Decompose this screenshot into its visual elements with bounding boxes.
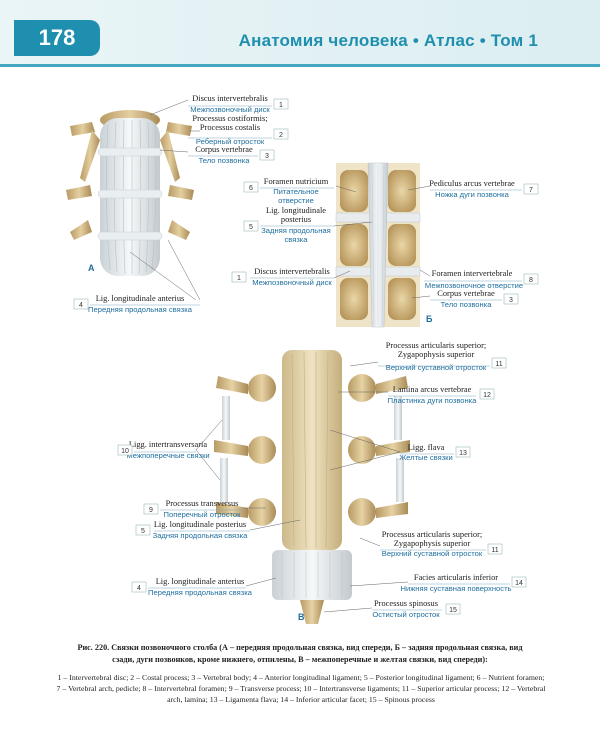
svg-text:Ligg. flava: Ligg. flava: [408, 443, 445, 452]
svg-text:Processus costiformis;: Processus costiformis;: [192, 114, 267, 123]
label-8b: Foramen intervertebrale Межпозвоночное о…: [419, 269, 539, 290]
svg-text:Lamina arcus vertebrae: Lamina arcus vertebrae: [393, 385, 472, 394]
svg-text:связка: связка: [284, 235, 308, 244]
panel-letter-c: В: [298, 612, 305, 622]
label-4c: Lig. longitudinale anterius Передняя про…: [131, 577, 277, 597]
label-12c: Lamina arcus vertebrae Пластинка дуги по…: [338, 385, 495, 405]
svg-text:12: 12: [483, 392, 491, 399]
svg-text:Processus articularis superior: Processus articularis superior;: [386, 341, 486, 350]
svg-text:4: 4: [137, 585, 141, 592]
svg-text:10: 10: [121, 448, 129, 455]
svg-text:Corpus vertebrae: Corpus vertebrae: [437, 289, 495, 298]
svg-text:Передняя продольная связка: Передняя продольная связка: [88, 305, 193, 314]
svg-text:Тело позвонка: Тело позвонка: [199, 156, 251, 165]
svg-text:Processus articularis superior: Processus articularis superior;: [382, 530, 482, 539]
label-3a: Corpus vertebrae Тело позвонка 3: [159, 145, 275, 165]
label-1a: Discus intervertebralis Межпозвоночный д…: [149, 94, 289, 116]
svg-text:11: 11: [495, 361, 502, 368]
atlas-title: Анатомия человека • Атлас • Том 1: [238, 31, 538, 50]
svg-text:Желтые связки: Желтые связки: [399, 453, 453, 462]
svg-text:15: 15: [449, 607, 457, 614]
label-6b: Foramen nutricium Питательное отверстие …: [243, 177, 357, 205]
svg-text:Задняя продольная связка: Задняя продольная связка: [153, 531, 249, 540]
svg-text:Facies articularis inferior: Facies articularis inferior: [414, 573, 498, 582]
spine-anterior-illustration: [66, 110, 194, 276]
page-header: 178 Анатомия человека • Атлас • Том 1: [0, 0, 600, 67]
svg-text:Верхний суставной отросток: Верхний суставной отросток: [382, 549, 483, 558]
svg-text:11: 11: [491, 547, 498, 554]
svg-text:Lig. longitudinale posterius: Lig. longitudinale posterius: [154, 520, 246, 529]
figure-caption: Рис. 220. Связки позвоночного столба (А …: [77, 643, 523, 664]
svg-text:Реберный отросток: Реберный отросток: [196, 137, 265, 146]
svg-text:Zygapophysis superior: Zygapophysis superior: [398, 350, 475, 359]
svg-text:9: 9: [149, 507, 153, 514]
svg-text:1: 1: [237, 275, 241, 282]
page-number: 178: [14, 20, 100, 56]
svg-text:4: 4: [79, 302, 83, 309]
svg-text:5: 5: [249, 224, 253, 231]
svg-text:Corpus vertebrae: Corpus vertebrae: [195, 145, 253, 154]
svg-text:Lig. longitudinale: Lig. longitudinale: [266, 206, 326, 215]
svg-text:Задняя продольная: Задняя продольная: [261, 226, 331, 235]
label-10c: Ligg. intertransversaria Межпоперечные с…: [117, 419, 223, 481]
svg-text:7: 7: [529, 187, 533, 194]
svg-text:Тело позвонка: Тело позвонка: [441, 300, 493, 309]
svg-text:5: 5: [141, 528, 145, 535]
label-7b: Pediculus arcus vertebrae Ножка дуги поз…: [407, 179, 539, 199]
spine-flava-illustration: [214, 350, 410, 624]
svg-text:Межпозвоночное отверстие: Межпозвоночное отверстие: [425, 281, 523, 290]
spine-posterior-illustration: [335, 162, 421, 328]
svg-text:отверстие: отверстие: [278, 196, 314, 205]
svg-text:3: 3: [509, 297, 513, 304]
svg-text:Ligg. intertransversaria: Ligg. intertransversaria: [129, 440, 207, 449]
panel-letter-b: Б: [426, 314, 433, 324]
label-9c: Processus transversus Поперечный отросто…: [143, 499, 266, 519]
figure-c: В Processus articularis superior; Zygapo…: [117, 341, 527, 624]
svg-text:Zygapophysis superior: Zygapophysis superior: [394, 539, 471, 548]
svg-text:Межпозвоночный диск: Межпозвоночный диск: [252, 278, 332, 287]
svg-text:Processus spinosus: Processus spinosus: [374, 599, 438, 608]
svg-text:Межпозвоночный диск: Межпозвоночный диск: [190, 105, 270, 114]
svg-text:8: 8: [529, 277, 533, 284]
label-5b: Lig. longitudinale posterius Задняя прод…: [243, 206, 373, 244]
svg-text:1: 1: [279, 102, 283, 109]
label-13c: Ligg. flava Желтые связки 13: [329, 429, 471, 471]
svg-text:Discus intervertebralis: Discus intervertebralis: [254, 267, 330, 276]
svg-text:13: 13: [459, 450, 467, 457]
svg-text:Foramen nutricium: Foramen nutricium: [264, 177, 329, 186]
svg-text:Processus transversus: Processus transversus: [166, 499, 239, 508]
figure-a-and-b: А Discus intervertebralis Межпозвоночный…: [66, 94, 539, 328]
svg-text:Discus intervertebralis: Discus intervertebralis: [192, 94, 268, 103]
label-11c-top: Processus articularis superior; Zygapoph…: [349, 341, 507, 372]
svg-text:Пластинка дуги позвонка: Пластинка дуги позвонка: [388, 396, 478, 405]
svg-text:Межпоперечные связки: Межпоперечные связки: [126, 451, 209, 460]
panel-letter-a: А: [88, 263, 95, 273]
svg-text:Foramen intervertebrale: Foramen intervertebrale: [432, 269, 513, 278]
svg-text:Передняя продольная связка: Передняя продольная связка: [148, 588, 253, 597]
svg-text:Поперечный отросток: Поперечный отросток: [164, 510, 242, 519]
svg-text:Lig. longitudinale anterius: Lig. longitudinale anterius: [156, 577, 245, 586]
label-11c-bottom: Processus articularis superior; Zygapoph…: [359, 530, 503, 558]
svg-text:Питательное: Питательное: [273, 187, 319, 196]
svg-text:3: 3: [265, 153, 269, 160]
label-5c: Lig. longitudinale posterius Задняя прод…: [135, 519, 301, 540]
svg-text:2: 2: [279, 132, 283, 139]
svg-text:posterius: posterius: [281, 215, 311, 224]
svg-text:Нижняя суставная поверхность: Нижняя суставная поверхность: [400, 584, 511, 593]
label-15c: Processus spinosus Остистый отросток 15: [323, 599, 461, 619]
svg-text:Lig. longitudinale anterius: Lig. longitudinale anterius: [96, 294, 185, 303]
svg-text:Pediculus arcus vertebrae: Pediculus arcus vertebrae: [429, 179, 515, 188]
svg-text:Остистый отросток: Остистый отросток: [372, 610, 440, 619]
label-2a: Processus costiformis; Processus costali…: [188, 114, 289, 146]
svg-text:Верхний суставной отросток: Верхний суставной отросток: [386, 363, 487, 372]
label-4a: Lig. longitudinale anterius Передняя про…: [73, 239, 201, 314]
svg-text:Processus costalis: Processus costalis: [200, 123, 260, 132]
svg-text:6: 6: [249, 185, 253, 192]
label-3b: Corpus vertebrae Тело позвонка 3: [411, 289, 519, 309]
svg-text:14: 14: [515, 580, 523, 587]
label-14c: Facies articularis inferior Нижняя суста…: [349, 573, 527, 593]
figure-legend: 1 – Intervertebral disc; 2 – Costal proc…: [56, 673, 546, 704]
label-1b: Discus intervertebralis Межпозвоночный д…: [231, 267, 351, 287]
svg-text:Ножка дуги позвонка: Ножка дуги позвонка: [435, 190, 509, 199]
